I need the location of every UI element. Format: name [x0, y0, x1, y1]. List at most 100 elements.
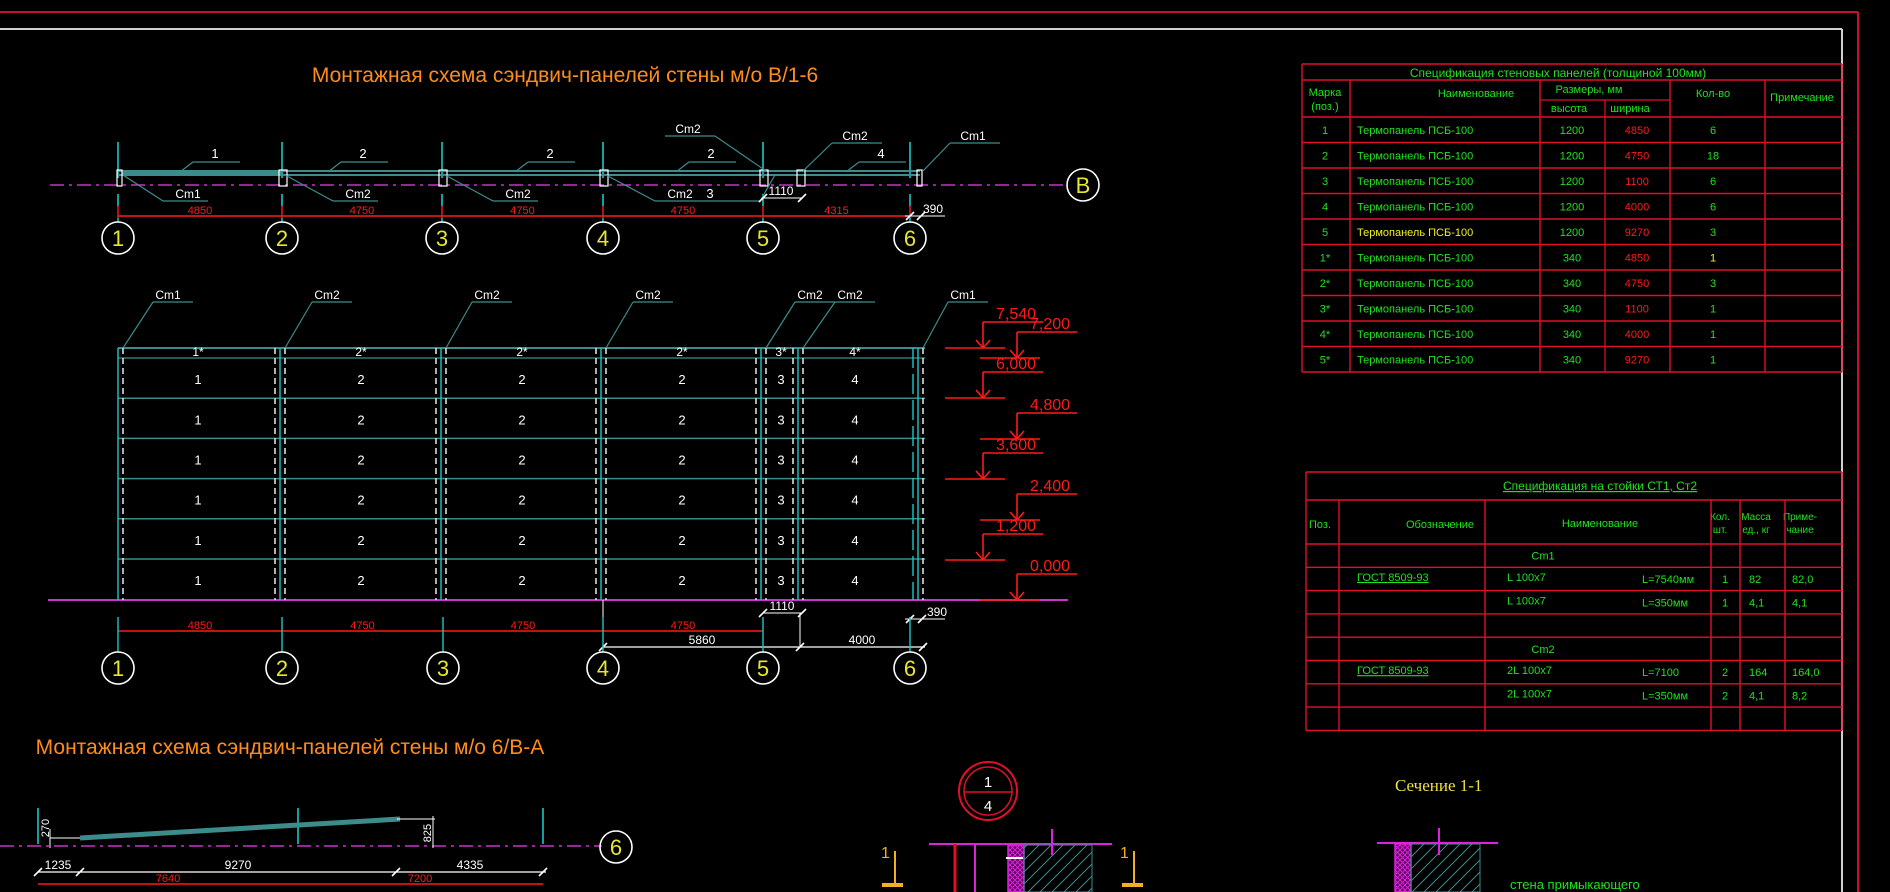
header-note-2: чание: [1786, 525, 1814, 536]
spec2-designation: ГОСТ 8509-93: [1357, 665, 1429, 677]
level-value-8: 0,000: [1030, 558, 1070, 575]
spec-row-height: 1200: [1560, 176, 1584, 188]
spec-row-name: Термопанель ПСБ-100: [1357, 150, 1473, 162]
post-leader-upper-1: [714, 135, 767, 172]
header-pos: Поз.: [1309, 519, 1331, 531]
panel3-leader: [759, 174, 776, 202]
spec-row-height: 1200: [1560, 227, 1584, 239]
panel-label-r3-c6: 4: [851, 453, 858, 468]
axis-bubble-2-circle: [265, 221, 299, 255]
header-designation: Обозначение: [1406, 519, 1474, 531]
spec-row-width: 4850: [1625, 252, 1649, 264]
axis-bubble-b-label: В: [1076, 173, 1091, 198]
elev-post-label-6: Cm2: [837, 288, 863, 302]
top-row-mark-6: 4*: [849, 345, 861, 359]
dim-tick: [758, 608, 768, 618]
elev-dim-390: 390: [927, 605, 947, 619]
spec2-group-label: Cm2: [1531, 644, 1554, 656]
axis-bubble-1-circle: [101, 221, 135, 255]
top-row-mark-5: 3*: [775, 345, 787, 359]
panel-mark-leader-5: [845, 161, 860, 173]
spec-row-qty: 3: [1710, 278, 1716, 290]
span-dim-5: 4315: [824, 205, 848, 217]
dim-1110: 1110: [769, 184, 794, 198]
panel-label-r2-c2: 2: [357, 412, 364, 427]
panel-label-r6-c6: 4: [851, 573, 858, 588]
elev-dim-1110: 1110: [770, 599, 795, 613]
level-arrow-l-6: [1009, 511, 1018, 521]
level-arrow-r-3: [982, 389, 991, 399]
spec-row-height: 1200: [1560, 125, 1584, 137]
axis-bubble-b-circle: [1066, 168, 1100, 202]
axis-bubble-6-label: 6: [610, 835, 622, 860]
dim-270: 270: [40, 819, 52, 837]
axis-bubble-3-label: 3: [436, 226, 448, 251]
panel-label-r3-c3: 2: [518, 453, 525, 468]
section-note: стена примыкающего: [1510, 877, 1640, 892]
axis-bubble-5-label: 5: [757, 226, 769, 251]
dim-4335: 4335: [457, 858, 484, 872]
spec-row-width: 1100: [1625, 303, 1649, 315]
axis-bubble-2-label: 2: [276, 226, 288, 251]
elev-axis-bubble-4-circle: [586, 651, 620, 685]
callout-inner-circle: [963, 766, 1013, 816]
plan-top-title: Монтажная схема сэндвич-панелей стены м/…: [312, 64, 818, 87]
post-6: [796, 169, 806, 187]
spec-row-name: Термопанель ПСБ-100: [1357, 252, 1473, 264]
section2-insulation: [1394, 843, 1412, 892]
spec-row-qty: 1: [1710, 329, 1716, 341]
dim-9270: 9270: [225, 858, 252, 872]
spec-row-mark: 1*: [1320, 252, 1331, 264]
panel-label-r1-c6: 4: [851, 372, 858, 387]
post-leader-lower-2: [284, 174, 334, 202]
level-arrow-l-8: [1009, 591, 1018, 601]
level-value-1: 7,540: [996, 306, 1036, 323]
cut-mark-right-label: 1: [1120, 845, 1129, 862]
post-label-upper-3: Cm1: [960, 129, 986, 143]
header-height: высота: [1551, 103, 1588, 115]
spec2-name: L 100x7: [1507, 595, 1546, 607]
level-value-7: 1,200: [996, 518, 1036, 535]
section2-wall: [1410, 843, 1481, 892]
post-leader-lower-3: [444, 174, 494, 202]
spec-row-qty: 3: [1710, 227, 1716, 239]
post-leader-upper-3: [922, 142, 951, 172]
spec2-name: 2L 100x7: [1507, 665, 1552, 677]
level-arrow-l-1: [975, 339, 984, 349]
level-value-2: 7,200: [1030, 316, 1070, 333]
level-arrow-r-8: [1016, 591, 1025, 601]
spec2-designation: ГОСТ 8509-93: [1357, 572, 1429, 584]
header-note: Примечание: [1770, 92, 1834, 104]
panel-mark-leader-4: [675, 161, 690, 173]
panel-mark-leader-1: [179, 161, 194, 173]
spec-row-mark: 3*: [1320, 303, 1331, 315]
spec2-length: L=7540мм: [1642, 574, 1694, 586]
spec-row-name: Термопанель ПСБ-100: [1357, 125, 1473, 137]
header-mark-1: Марка: [1309, 87, 1343, 99]
panel-label-r6-c5: 3: [777, 573, 784, 588]
level-arrow-l-2: [1009, 349, 1018, 359]
axis-bubble-3-circle: [425, 221, 459, 255]
spec-row-height: 340: [1563, 329, 1581, 341]
dim-tick: [916, 211, 926, 221]
axis-bubble-6-label: 6: [904, 226, 916, 251]
callout-outer-circle: [958, 761, 1018, 821]
spec2-qty: 2: [1722, 667, 1728, 679]
panel-label-r2-c1: 1: [194, 412, 201, 427]
spec-row-name: Термопанель ПСБ-100: [1357, 176, 1473, 188]
axis-bubble-1-label: 1: [112, 226, 124, 251]
spec2-note: 4,1: [1792, 597, 1807, 609]
span-dim-4: 4750: [671, 205, 695, 217]
elev-span-4: 4750: [671, 620, 695, 632]
spec-row-height: 340: [1563, 303, 1581, 315]
post-leader-lower-1: [122, 174, 164, 202]
axis-bubble-4-circle: [586, 221, 620, 255]
panel-mark-4: 2: [707, 146, 714, 161]
panel-label-r5-c2: 2: [357, 533, 364, 548]
panel-mark-3-lower: 3: [706, 186, 713, 201]
callout-top-number: 1: [984, 774, 992, 791]
dim-390: 390: [923, 202, 943, 216]
spec-row-name: Термопанель ПСБ-100: [1357, 227, 1473, 239]
header-mark-2: (поз.): [1311, 101, 1338, 113]
